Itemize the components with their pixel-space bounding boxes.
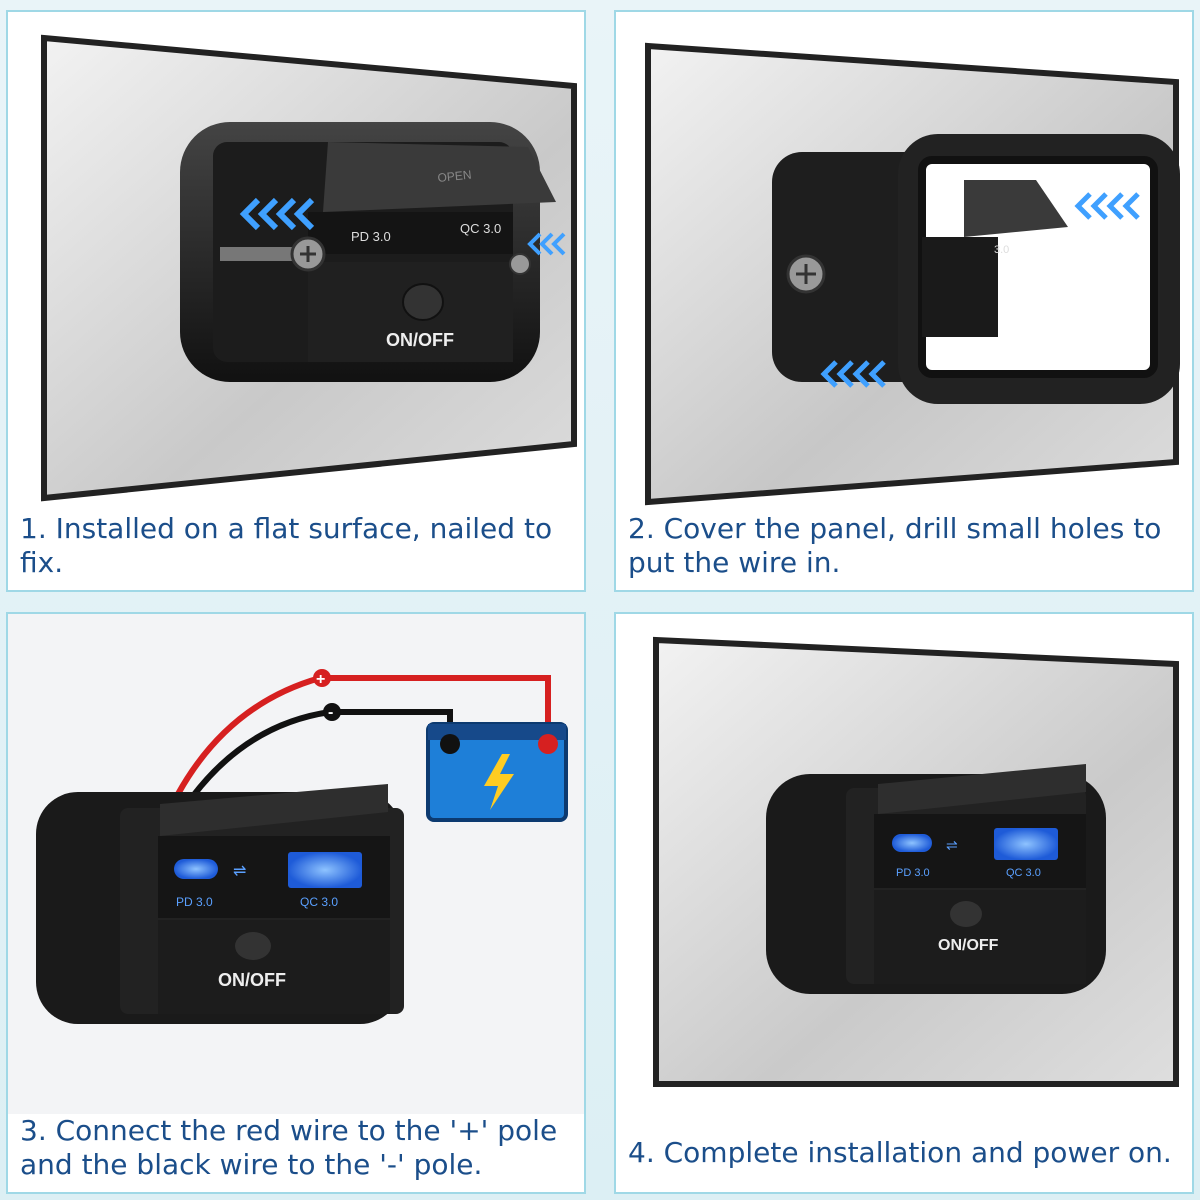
power-switch (402, 283, 444, 321)
dust-flap (964, 180, 1068, 237)
port-right-label: QC 3.0 (460, 221, 501, 236)
lower-panel (158, 920, 390, 1014)
usb-c-port (892, 834, 932, 852)
step-4-panel: PD 3.0 ⇌ QC 3.0 ON/OFF 4. Complete insta… (614, 612, 1194, 1194)
port-left-label: PD 3.0 (896, 867, 930, 879)
usb-icon: ⇌ (946, 837, 958, 853)
plus-sign: + (316, 671, 325, 688)
flap-label: OPEN (437, 168, 472, 185)
dust-flap (323, 142, 556, 212)
arrow-chevrons-icon (1074, 192, 1140, 220)
arrow-chevrons-icon (527, 232, 566, 256)
step-3-panel: + - PD 3.0 ⇌ QC 3.0 ON/OFF 3. Connect th… (6, 612, 586, 1194)
dust-flap (160, 784, 388, 836)
screw-icon (220, 236, 326, 272)
step-1-caption: 1. Installed on a flat surface, nailed t… (20, 512, 553, 579)
arrow-chevrons-icon (239, 197, 315, 231)
step-2-caption: 2. Cover the panel, drill small holes to… (628, 512, 1162, 579)
arrow-chevrons-icon (820, 360, 886, 388)
minus-sign: - (328, 704, 333, 721)
lower-panel (874, 890, 1086, 984)
port-left-label: PD 3.0 (351, 229, 391, 244)
usb-c-port (174, 859, 218, 879)
lightning-icon (484, 754, 514, 810)
switch-label: ON/OFF (938, 937, 999, 954)
port-strip (308, 212, 513, 254)
switch-label: ON/OFF (386, 330, 454, 350)
power-switch (950, 901, 982, 927)
usb-a-port (288, 852, 362, 888)
step-4-caption: 4. Complete installation and power on. (628, 1136, 1172, 1169)
step-2-panel: 3.0 2. Cover the panel, drill small hole… (614, 10, 1194, 592)
screw-icon (509, 253, 531, 275)
step-1-illustration: OPEN PD 3.0 QC 3.0 ON/OFF (41, 34, 577, 502)
switch-label: ON/OFF (218, 970, 286, 990)
port-left-label: PD 3.0 (176, 895, 213, 909)
port-partial-label: 3.0 (994, 244, 1009, 256)
power-switch (235, 932, 271, 960)
usb-a-port (994, 828, 1058, 860)
port-right-label: QC 3.0 (300, 895, 338, 909)
usb-icon: ⇌ (233, 863, 246, 880)
step-3-caption: 3. Connect the red wire to the '+' pole … (20, 1114, 558, 1181)
step-3-illustration: + - PD 3.0 ⇌ QC 3.0 ON/OFF (8, 614, 584, 1114)
step-1-panel: OPEN PD 3.0 QC 3.0 ON/OFF 1. Installed o… (6, 10, 586, 592)
black-terminal (323, 703, 341, 721)
dust-flap (878, 764, 1086, 814)
red-terminal (313, 669, 331, 687)
port-right-label: QC 3.0 (1006, 867, 1041, 879)
step-4-illustration: PD 3.0 ⇌ QC 3.0 ON/OFF (653, 636, 1179, 1087)
port-strip (922, 237, 998, 337)
screw-icon (786, 254, 826, 294)
step-2-illustration: 3.0 (645, 42, 1180, 506)
